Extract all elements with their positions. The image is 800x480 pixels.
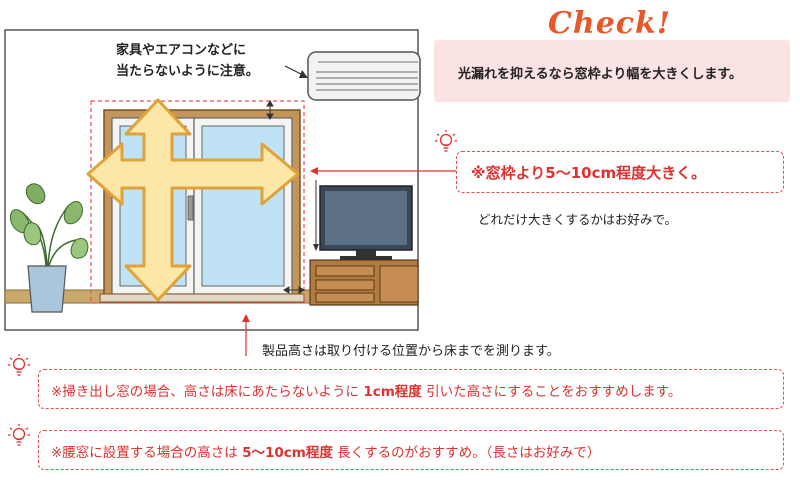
furniture-note-line2: 当たらないように注意。 — [116, 64, 259, 79]
sweep-tip-highlight: 1cm程度 — [363, 384, 422, 400]
waist-tip-prefix: ※腰窓に設置する場合の高さは — [51, 445, 238, 461]
furniture-note: 家具やエアコンなどに 当たらないように注意。 — [116, 40, 259, 82]
lightbulb-icon — [435, 130, 457, 152]
air-conditioner-icon — [307, 51, 421, 101]
gap-arrow-top — [266, 100, 274, 120]
measure-arrow — [242, 314, 250, 356]
measure-note: 製品高さは取り付ける位置から床までを測ります。 — [262, 344, 560, 359]
plant-icon — [10, 183, 89, 313]
waist-window-tip-box: ※腰窓に設置する場合の高さは 5〜10cm程度 長くするのがおすすめ。（長さはお… — [38, 430, 784, 470]
clearance-arrow — [313, 180, 319, 251]
check-title: Check! — [548, 6, 671, 41]
check-text: 光漏れを抑えるなら窓枠より幅を大きくします。 — [458, 67, 743, 82]
width-pointer-arrow — [310, 167, 456, 175]
waist-window-tip-text: ※腰窓に設置する場合の高さは 5〜10cm程度 長くするのがおすすめ。（長さはお… — [51, 441, 600, 461]
waist-tip-suffix: 長くするのがおすすめ。（長さはお好みで） — [337, 445, 601, 461]
width-tip-subtext: どれだけ大きくするかはお好みで。 — [478, 212, 678, 227]
sweep-window-tip-text: ※掃き出し窓の場合、高さは床にあたらないように 1cm程度 引いた高さにすること… — [51, 380, 681, 400]
width-tip-prefix: ※窓枠より — [471, 164, 546, 182]
width-tip-text: ※窓枠より5〜10cm程度大きく。 — [471, 162, 706, 183]
sweep-tip-suffix: 引いた高さにすることをおすすめします。 — [426, 384, 682, 400]
width-tip-suffix: 大きく。 — [646, 164, 707, 182]
gap-arrow-bottom-right — [283, 286, 305, 294]
furniture-note-line1: 家具やエアコンなどに — [116, 43, 247, 58]
check-box: 光漏れを抑えるなら窓枠より幅を大きくします。 — [434, 40, 790, 102]
tv-icon — [319, 185, 413, 260]
width-tip-highlight: 5〜10cm程度 — [545, 164, 647, 182]
waist-tip-highlight: 5〜10cm程度 — [242, 445, 333, 461]
width-tip-box: ※窓枠より5〜10cm程度大きく。 — [456, 151, 784, 193]
lightbulb-icon — [8, 354, 30, 376]
lightbulb-icon — [8, 424, 30, 446]
tv-stand — [309, 259, 419, 306]
sweep-tip-prefix: ※掃き出し窓の場合、高さは床にあたらないように — [51, 384, 360, 400]
curtain-size-guide — [90, 100, 305, 304]
window — [99, 109, 305, 303]
sweep-window-tip-box: ※掃き出し窓の場合、高さは床にあたらないように 1cm程度 引いた高さにすること… — [38, 369, 784, 409]
double-arrow-icon — [86, 98, 300, 302]
